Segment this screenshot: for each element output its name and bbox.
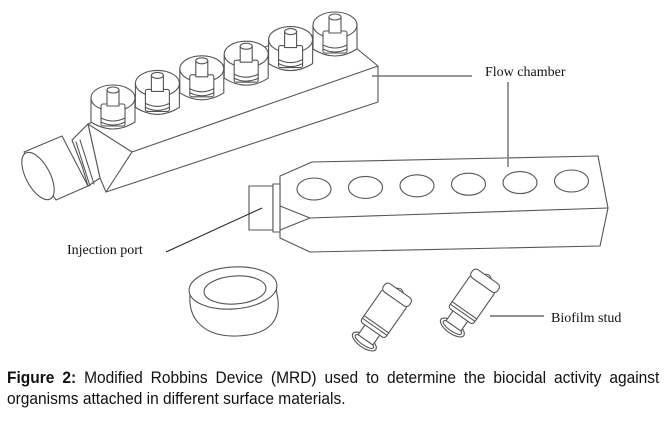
label-biofilm-stud: Biofilm stud <box>551 311 621 326</box>
assembled-flow-chamber <box>21 31 379 201</box>
caption-prefix: Figure 2: <box>7 369 77 387</box>
modified-robbins-device-diagram: Flow chamber Injection port Biofilm stud <box>21 11 621 352</box>
chamber-port <box>296 177 332 201</box>
assembled-stud <box>90 84 136 130</box>
assembled-stud <box>312 11 358 57</box>
chamber-port <box>502 171 538 195</box>
injection-port-leader <box>165 207 263 253</box>
ring-cap <box>188 266 279 337</box>
open-flow-chamber <box>248 155 609 253</box>
assembled-stud-row <box>90 11 358 130</box>
chamber-port <box>553 169 590 193</box>
figure-caption: Figure 2: Modified Robbins Device (MRD) … <box>7 368 659 410</box>
chamber-port <box>399 174 435 198</box>
caption-text: Modified Robbins Device (MRD) used to de… <box>7 369 660 408</box>
assembled-stud <box>134 69 180 115</box>
chamber-port <box>347 175 384 199</box>
chamber-port <box>450 172 487 196</box>
label-injection-port: Injection port <box>67 243 143 258</box>
assembled-stud <box>223 40 269 86</box>
assembled-stud <box>179 55 225 101</box>
biofilm-stud-right <box>439 268 500 338</box>
assembled-stud <box>268 26 314 72</box>
label-flow-chamber: Flow chamber <box>485 65 566 80</box>
chamber-port-row <box>296 169 590 201</box>
biofilm-stud-left <box>351 282 412 352</box>
